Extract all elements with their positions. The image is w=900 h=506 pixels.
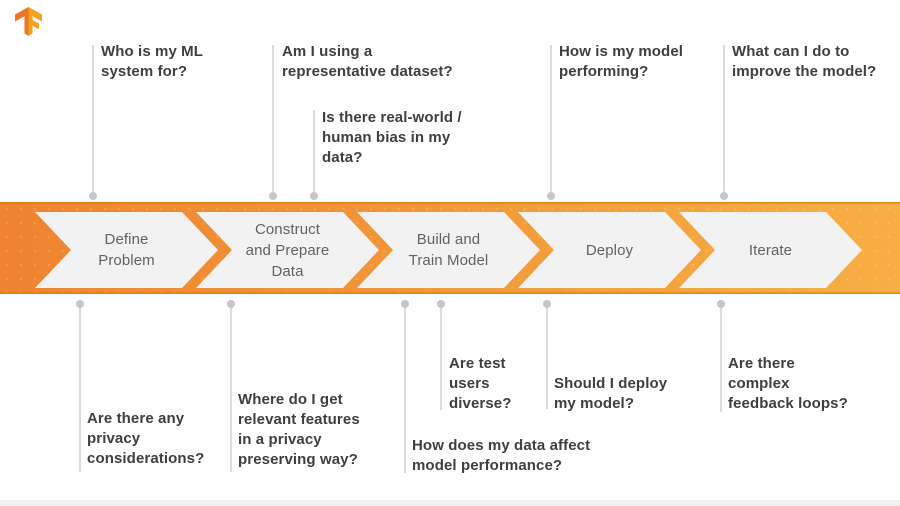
connector-line	[230, 308, 232, 472]
connector-dot	[543, 300, 551, 308]
connector-line	[92, 45, 94, 193]
connector-line	[272, 45, 274, 193]
question-privacy-preserving-features: Where do I get relevant features in a pr…	[238, 391, 360, 468]
stage-construct-prepare-data: Construct and Prepare Data	[196, 212, 379, 288]
stage-label: Construct and Prepare Data	[245, 220, 330, 280]
stage-build-train-model: Build and Train Model	[357, 212, 540, 288]
slide-bottom-strip	[0, 500, 900, 506]
connector-dot	[547, 192, 555, 200]
stage-label: Iterate	[748, 241, 793, 259]
question-test-users-diverse: Are test users diverse?	[449, 355, 512, 412]
question-who-is-ml-system-for: Who is my ML system for?	[101, 43, 204, 80]
connector-line	[720, 308, 722, 412]
connector-dot	[227, 300, 235, 308]
connector-line	[404, 308, 406, 473]
connector-dot	[401, 300, 409, 308]
connector-dot	[437, 300, 445, 308]
question-real-world-bias: Is there real-world / human bias in my d…	[322, 109, 462, 166]
question-data-affect-performance: How does my data affect model performanc…	[412, 437, 591, 474]
stage-label: Deploy	[585, 241, 634, 259]
connector-dot	[717, 300, 725, 308]
stage-iterate: Iterate	[679, 212, 862, 288]
connector-line	[546, 308, 548, 409]
question-feedback-loops: Are there complex feedback loops?	[728, 355, 848, 412]
connector-line	[550, 45, 552, 193]
connector-line	[723, 45, 725, 193]
tensorflow-logo-icon	[15, 7, 42, 36]
question-representative-dataset: Am I using a representative dataset?	[282, 43, 453, 80]
connector-line	[79, 308, 81, 472]
stage-define-problem: Define Problem	[35, 212, 218, 288]
connector-line	[313, 110, 315, 193]
question-model-performing: How is my model performing?	[559, 43, 684, 80]
pipeline-band: Define Problem Construct and Prepare Dat…	[0, 202, 900, 294]
connector-dot	[720, 192, 728, 200]
question-improve-model: What can I do to improve the model?	[732, 43, 877, 80]
connector-dot	[310, 192, 318, 200]
connector-dot	[76, 300, 84, 308]
stage-deploy: Deploy	[518, 212, 701, 288]
connector-dot	[269, 192, 277, 200]
question-should-deploy: Should I deploy my model?	[554, 375, 668, 412]
connector-line	[440, 308, 442, 410]
stage-label: Build and Train Model	[408, 231, 489, 269]
stage-label: Define Problem	[98, 231, 155, 269]
connector-dot	[89, 192, 97, 200]
question-privacy-considerations: Are there any privacy considerations?	[87, 410, 205, 467]
